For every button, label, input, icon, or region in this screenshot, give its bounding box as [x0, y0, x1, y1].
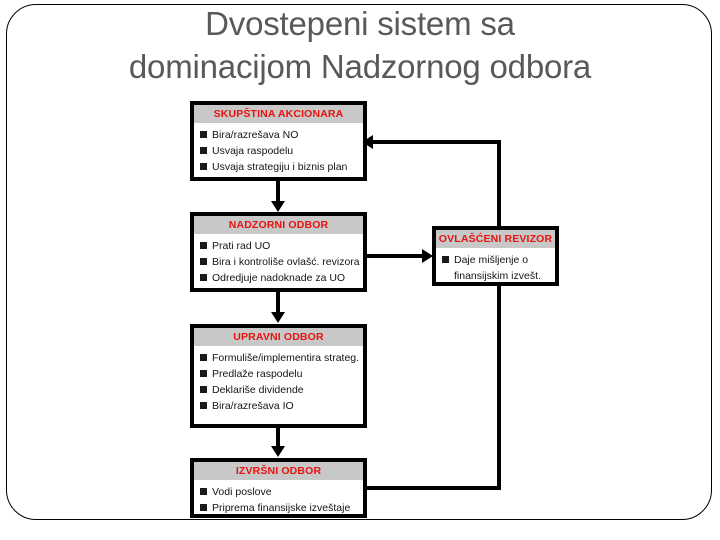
arrow-down-skupstina-nadzorni: [271, 201, 285, 212]
box-izvrsni-odbor[interactable]: IZVRŠNI ODBOR Vodi poslove Priprema fina…: [190, 458, 367, 518]
page-title: Dvostepeni sistem sa dominacijom Nadzorn…: [40, 2, 680, 88]
bullet-square-icon: [200, 386, 207, 393]
list-item-label: Vodi poslove: [212, 486, 272, 498]
list-item-label: Bira/razrešava IO: [212, 400, 294, 412]
page-title-line-1: Dvostepeni sistem sa: [205, 5, 515, 42]
arrow-right-into-revizor: [422, 249, 433, 263]
bullet-square-icon: [200, 354, 207, 361]
connector-top-rail-to-skupstina: [372, 140, 501, 144]
list-item-label: Priprema finansijske izveštaje: [212, 502, 351, 514]
box-revizor-header: OVLAŠĆENI REVIZOR: [436, 230, 555, 248]
list-item-label: Usvaja strategiju i biznis plan: [212, 161, 348, 173]
list-item-label: Predlaže raspodelu: [212, 368, 303, 380]
bullet-square-icon: [200, 242, 207, 249]
list-item: Formuliše/implementira strateg.: [200, 350, 361, 366]
box-ovlasceni-revizor[interactable]: OVLAŠĆENI REVIZOR Daje mišljenje o finan…: [432, 226, 559, 286]
bullet-square-icon: [200, 131, 207, 138]
connector-nadzorni-to-upravni: [276, 292, 280, 314]
box-nadzorni-odbor[interactable]: NADZORNI ODBOR Prati rad UO Bira i kontr…: [190, 212, 367, 292]
list-item-label: Usvaja raspodelu: [212, 145, 294, 157]
box-upravni-header: UPRAVNI ODBOR: [194, 328, 363, 346]
arrow-down-upravni-izvrsni: [271, 446, 285, 457]
list-item-label: Bira/razrešava NO: [212, 129, 299, 141]
bullet-square-icon: [200, 504, 207, 511]
list-item: Bira/razrešava IO: [200, 398, 361, 414]
box-skupstina-header: SKUPŠTINA AKCIONARA: [194, 105, 363, 123]
list-item: Bira i kontroliše ovlašć. revizora: [200, 254, 361, 270]
list-item: Odredjuje nadoknade za UO: [200, 270, 361, 286]
box-skupstina-body: Bira/razrešava NO Usvaja raspodelu Usvaj…: [194, 123, 363, 179]
connector-nadzorni-to-revizor: [366, 254, 424, 258]
box-nadzorni-header: NADZORNI ODBOR: [194, 216, 363, 234]
bullet-square-icon: [200, 163, 207, 170]
connector-izvrsni-bottom-rail: [355, 486, 501, 490]
list-item: Usvaja strategiju i biznis plan: [200, 159, 361, 175]
box-nadzorni-body: Prati rad UO Bira i kontroliše ovlašć. r…: [194, 234, 363, 290]
connector-skupstina-to-nadzorni: [276, 181, 280, 203]
list-item: Bira/razrešava NO: [200, 127, 361, 143]
bullet-square-icon: [200, 258, 207, 265]
list-item-label: Odredjuje nadoknade za UO: [212, 272, 346, 284]
list-item: Vodi poslove: [200, 484, 361, 500]
page-title-line-2: dominacijom Nadzornog odbora: [128, 48, 592, 85]
bullet-square-icon: [200, 147, 207, 154]
box-izvrsni-body: Vodi poslove Priprema finansijske izvešt…: [194, 480, 363, 520]
arrow-down-nadzorni-upravni: [271, 312, 285, 323]
list-item: Deklariše dividende: [200, 382, 361, 398]
box-revizor-body: Daje mišljenje o finansijskim izvešt.: [436, 248, 555, 288]
list-item-label: Bira i kontroliše ovlašć. revizora: [212, 256, 360, 268]
bullet-square-icon: [200, 488, 207, 495]
box-upravni-body: Formuliše/implementira strateg. Predlaže…: [194, 346, 363, 418]
list-item-label: Prati rad UO: [212, 240, 271, 252]
bullet-square-icon: [200, 370, 207, 377]
list-item: Priprema finansijske izveštaje: [200, 500, 361, 516]
box-upravni-odbor[interactable]: UPRAVNI ODBOR Formuliše/implementira str…: [190, 324, 367, 428]
list-item-label: Formuliše/implementira strateg.: [212, 352, 360, 364]
bullet-square-icon: [200, 402, 207, 409]
arrow-left-into-skupstina: [362, 135, 373, 149]
connector-upravni-to-izvrsni: [276, 428, 280, 448]
list-item: Daje mišljenje o: [442, 252, 553, 268]
list-item: Prati rad UO: [200, 238, 361, 254]
list-item-label-continued: finansijskim izvešt.: [454, 270, 541, 282]
list-item-label: Daje mišljenje o: [454, 254, 529, 266]
box-izvrsni-header: IZVRŠNI ODBOR: [194, 462, 363, 480]
connector-right-vertical-rail: [497, 140, 501, 490]
list-item-label: Deklariše dividende: [212, 384, 304, 396]
bullet-square-icon: [200, 274, 207, 281]
box-skupstina-akcionara[interactable]: SKUPŠTINA AKCIONARA Bira/razrešava NO Us…: [190, 101, 367, 181]
list-item: Usvaja raspodelu: [200, 143, 361, 159]
bullet-square-icon: [442, 256, 449, 263]
list-item: Predlaže raspodelu: [200, 366, 361, 382]
